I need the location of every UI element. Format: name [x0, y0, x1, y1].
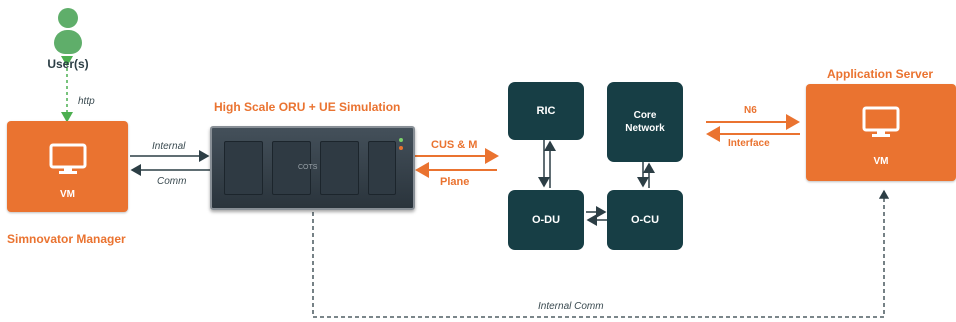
- app-server-vm-box[interactable]: VM: [806, 84, 956, 181]
- monitor-icon: [862, 106, 900, 137]
- app-server-vm-label: VM: [873, 156, 889, 167]
- cus-label: CUS & M: [431, 139, 478, 151]
- cots-label: COTS: [298, 164, 318, 171]
- http-label: http: [78, 96, 95, 107]
- internal-label: Internal: [152, 141, 186, 152]
- interface-label: Interface: [728, 138, 770, 149]
- simnovator-vm-box[interactable]: VM: [7, 121, 128, 212]
- plane-label: Plane: [440, 176, 470, 188]
- simulation-title: High Scale ORU + UE Simulation: [214, 100, 401, 114]
- simnovator-vm-label: VM: [60, 189, 75, 200]
- app-server-title: Application Server: [827, 67, 934, 81]
- server-slot: [224, 141, 263, 195]
- comm-label: Comm: [157, 176, 187, 187]
- server-led-green: [399, 138, 403, 142]
- ocu-node[interactable]: O-CU: [607, 190, 683, 250]
- cots-server[interactable]: COTS: [210, 126, 415, 210]
- internal-comm-bottom-connector: [312, 189, 890, 318]
- core-network-label: Core Network: [625, 110, 665, 134]
- odu-node[interactable]: O-DU: [508, 190, 584, 250]
- server-led-orange: [399, 146, 403, 150]
- ric-node[interactable]: RIC: [508, 82, 584, 140]
- internal-comm-bottom-label: Internal Comm: [538, 301, 604, 312]
- monitor-icon: [49, 143, 87, 174]
- server-slot: [368, 141, 396, 195]
- user-label: User(s): [47, 57, 89, 71]
- user-icon: [54, 8, 82, 54]
- n6-label: N6: [744, 105, 757, 116]
- core-network-node[interactable]: Core Network: [607, 82, 683, 162]
- server-slot: [320, 141, 359, 195]
- server-slot: [272, 141, 311, 195]
- simnovator-manager-title: Simnovator Manager: [7, 232, 126, 246]
